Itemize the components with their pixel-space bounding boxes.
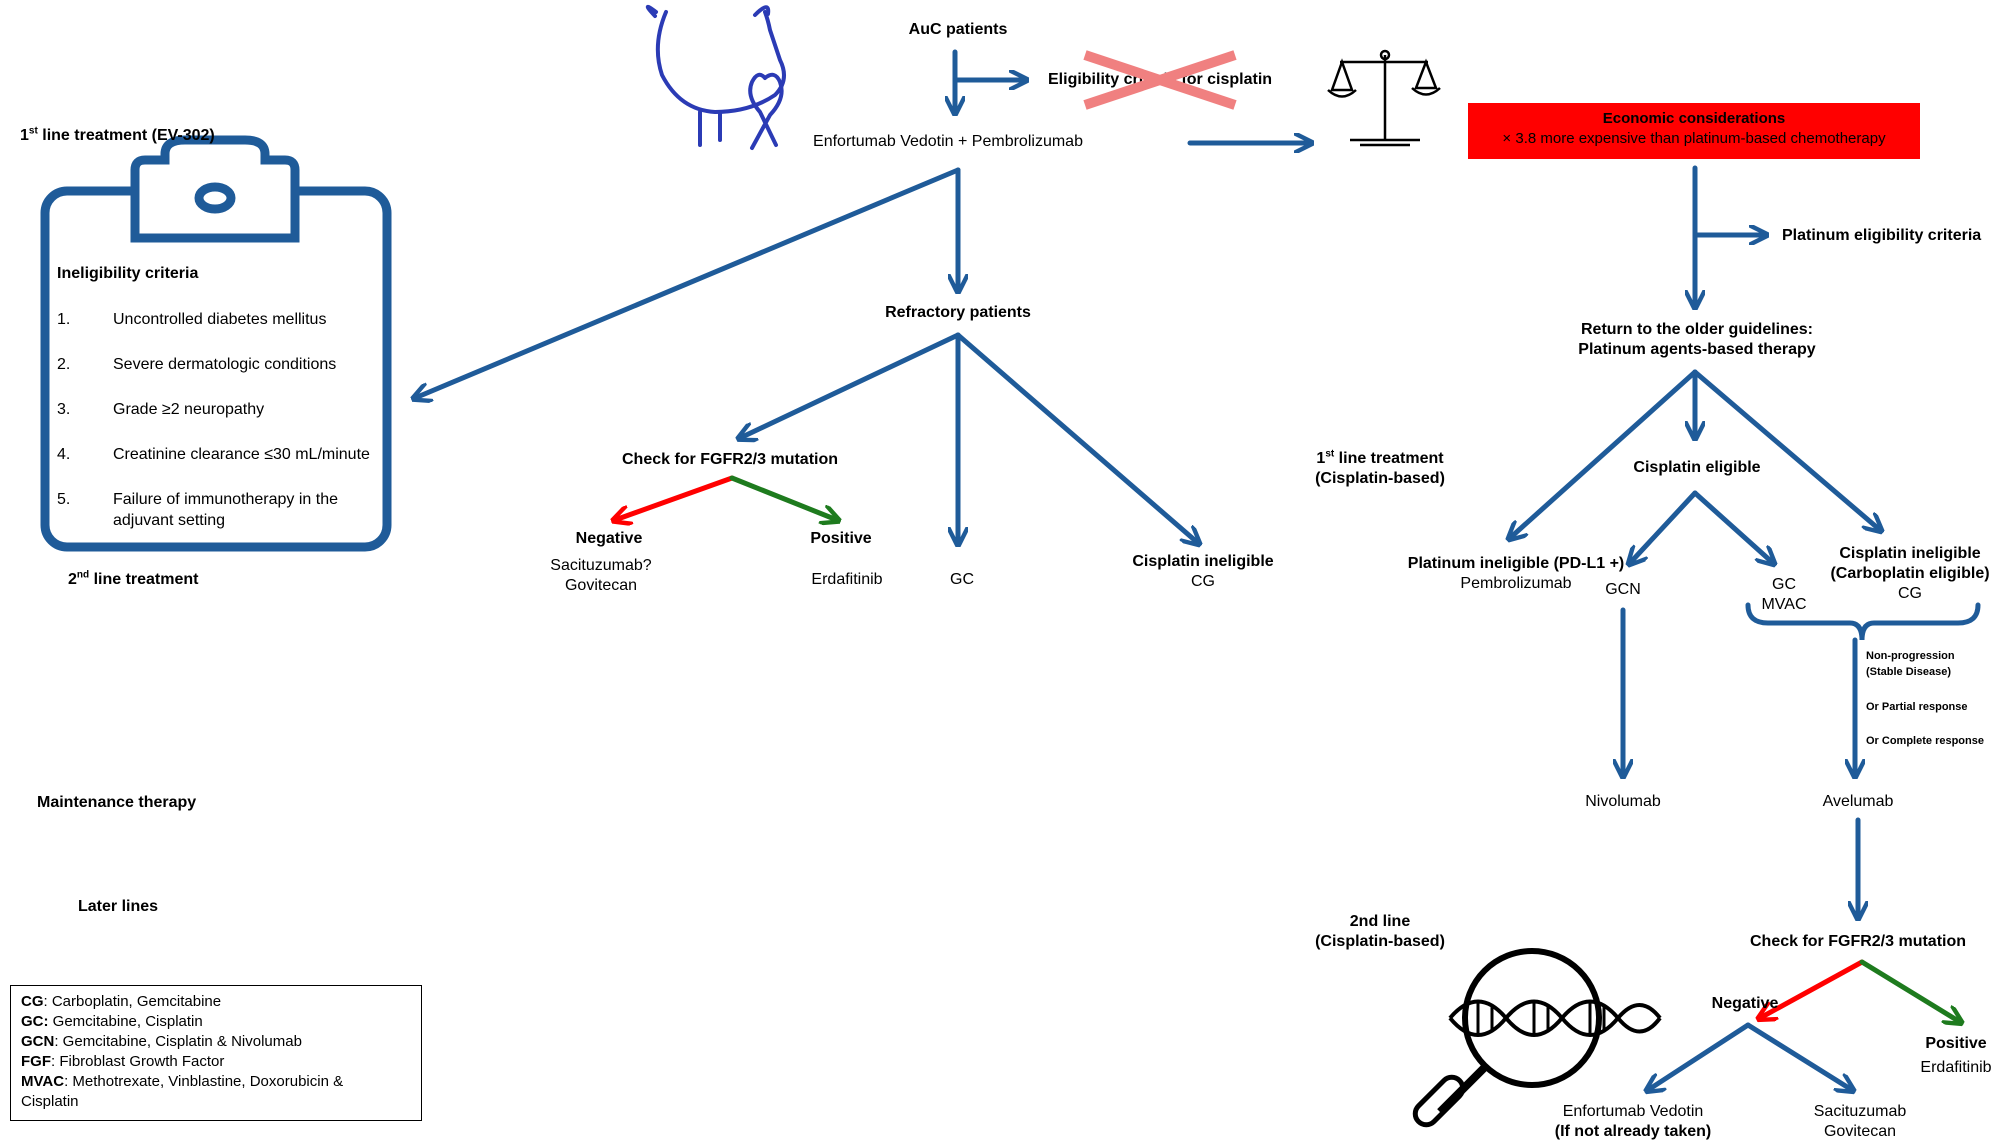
erdafitinib-2-label: Erdafitinib [1920, 1059, 1992, 1076]
gcn-label: GCN [1605, 581, 1641, 598]
arrow-to-carbo [1692, 369, 1880, 530]
arrow-to-fgfr-check [740, 332, 961, 438]
positive-2-label: Positive [1925, 1035, 1987, 1052]
arrow-to-clipboard [415, 167, 961, 398]
erdafitinib-label: Erdafitinib [811, 571, 883, 588]
criteria-text-2: Severe dermatologic conditions [113, 356, 337, 373]
negative-label: Negative [575, 530, 643, 547]
cis-ineligible-label: Cisplatin ineligible [1132, 553, 1274, 570]
dna-magnifier-icon [1412, 948, 1662, 1128]
legend-row: FGF: Fibroblast Growth Factor [21, 1053, 225, 1070]
response-partial: Or Partial response [1866, 701, 1968, 713]
legend-row: MVAC: Methotrexate, Vinblastine, Doxorub… [21, 1073, 344, 1090]
ev-pembro-label: Enfortumab Vedotin + Pembrolizumab [813, 133, 1083, 150]
negative-2-label: Negative [1711, 995, 1779, 1012]
govitecan-2-label: Govitecan [1823, 1123, 1897, 1140]
bladder-ribbon-icon [645, 4, 786, 150]
criteria-num-1: 1. [57, 311, 71, 328]
carbo-line1: Cisplatin ineligible [1839, 545, 1981, 562]
saci-2-label: Sacituzumab [1813, 1103, 1907, 1120]
legend-row: Cisplatin [21, 1093, 79, 1110]
criteria-text-5: Failure of immunotherapy in the [113, 491, 338, 508]
first-line-cisplatin-label: 1st line treatment [1316, 448, 1444, 467]
clipboard-icon [40, 135, 392, 552]
second-line-right: 2nd line [1349, 913, 1411, 930]
govitecan-label: Govitecan [564, 577, 638, 594]
first-line-ev302-label: 1st line treatment (EV-302) [20, 125, 215, 144]
positive-label: Positive [810, 530, 872, 547]
platinum-eligibility-label: Platinum eligibility criteria [1782, 227, 1982, 244]
pembrolizumab-label: Pembrolizumab [1460, 575, 1572, 592]
economic-detail: × 3.8 more expensive than platinum-based… [1502, 130, 1886, 147]
second-line-label: 2nd line treatment [68, 569, 199, 588]
criteria-num-3: 3. [57, 401, 71, 418]
criteria-num-4: 4. [57, 446, 71, 463]
cg-right-label: CG [1898, 585, 1922, 602]
ev-note-label: (If not already taken) [1554, 1123, 1712, 1140]
carbo-line2: (Carboplatin eligible) [1830, 565, 1990, 582]
arrow-to-gc-mvac [1692, 490, 1773, 563]
response-nonprogression: Non-progression [1866, 650, 1955, 662]
platinum-ineligible-label: Platinum ineligible (PD-L1 +) [1407, 555, 1625, 572]
legend-row: GC: Gemcitabine, Cisplatin [21, 1013, 203, 1030]
cis-eligible-label: Cisplatin eligible [1633, 459, 1761, 476]
criteria-num-5: 5. [57, 491, 71, 508]
first-line-cisplatin-sub: (Cisplatin-based) [1315, 470, 1445, 487]
arrow-to-ev [1648, 1022, 1751, 1090]
ineligibility-title: Ineligibility criteria [57, 265, 199, 282]
gc-right-label: GC [1772, 576, 1796, 593]
criteria-text-1: Uncontrolled diabetes mellitus [113, 311, 327, 328]
later-lines-label: Later lines [78, 898, 159, 915]
strike-cross-icon [1083, 50, 1237, 110]
economic-title: Economic considerations [1602, 110, 1786, 127]
criteria-text-3: Grade ≥2 neuropathy [113, 401, 265, 418]
mvac-label: MVAC [1761, 596, 1807, 613]
return-line1: Return to the older guidelines: [1580, 321, 1814, 338]
legend-row: CG: Carboplatin, Gemcitabine [21, 993, 222, 1010]
ev-label: Enfortumab Vedotin [1562, 1103, 1704, 1120]
arrow-to-saci [1745, 1022, 1852, 1090]
arrow-to-gcn [1630, 490, 1698, 563]
arrow-positive-1 [729, 475, 837, 520]
arrow-negative-1 [615, 475, 735, 520]
fgfr-check-2-label: Check for FGFR2/3 mutation [1749, 933, 1967, 950]
economic-considerations-box: Economic considerations × 3.8 more expen… [1468, 103, 1920, 159]
arrow-to-platinum-ineligible [1510, 369, 1698, 538]
second-line-right-sub: (Cisplatin-based) [1315, 933, 1445, 950]
refractory-label: Refractory patients [885, 304, 1031, 321]
scales-icon [1327, 49, 1441, 147]
response-brace [1745, 602, 1981, 641]
auc-patients-label: AuC patients [908, 21, 1008, 38]
arrow-positive-2 [1859, 959, 1960, 1022]
criteria-num-2: 2. [57, 356, 71, 373]
response-complete: Or Complete response [1866, 735, 1984, 747]
sacituzumab-label: Sacituzumab? [550, 557, 652, 574]
abbreviation-legend: CG: Carboplatin, Gemcitabine GC: Gemcita… [10, 985, 422, 1121]
arrow-negative-2 [1760, 959, 1865, 1018]
return-line2: Platinum agents-based therapy [1578, 341, 1816, 358]
arrow-to-cis-ineligible [955, 332, 1198, 543]
criteria-text-5b: adjuvant setting [113, 512, 226, 529]
maintenance-label: Maintenance therapy [37, 794, 197, 811]
cg-label: CG [1191, 573, 1215, 590]
gc-label: GC [950, 571, 974, 588]
criteria-text-4: Creatinine clearance ≤30 mL/minute [113, 446, 370, 463]
legend-row: GCN: Gemcitabine, Cisplatin & Nivolumab [21, 1033, 302, 1050]
fgfr-check-label: Check for FGFR2/3 mutation [621, 451, 839, 468]
response-stable: (Stable Disease) [1866, 666, 1951, 678]
nivolumab-label: Nivolumab [1585, 793, 1661, 810]
avelumab-label: Avelumab [1822, 793, 1894, 810]
